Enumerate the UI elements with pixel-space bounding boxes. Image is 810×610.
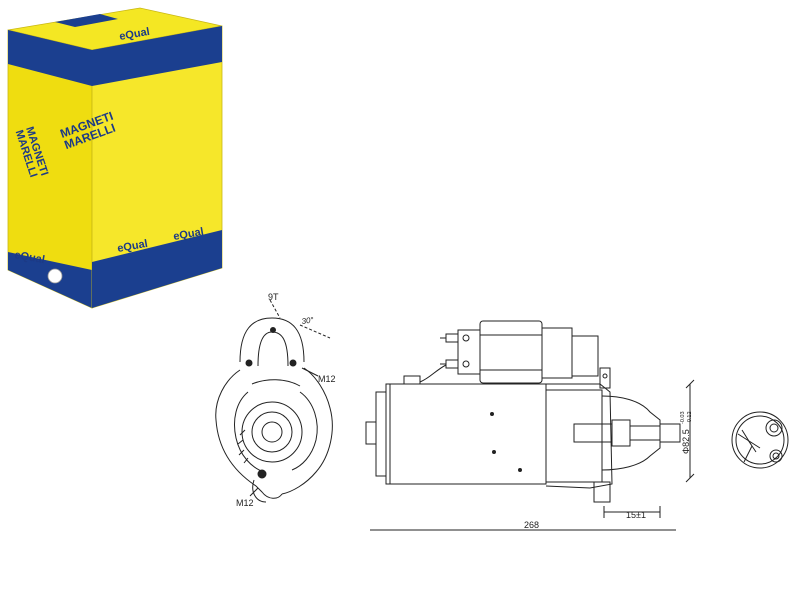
equal-label-right-1: eQual (116, 238, 148, 255)
tolerance-upper: -0.03 (680, 411, 686, 424)
product-box: MAGNETI MARELLI MAGNETI MARELLI eQual eQ… (7, 7, 223, 309)
equal-label-right-2: eQual (172, 226, 204, 243)
box-right-blue-band (92, 230, 222, 308)
bolt-top-label: M12 (318, 374, 336, 384)
bolt-bottom-label: M12 (236, 498, 254, 508)
angle-label: 30° (301, 315, 315, 326)
diameter-dimension: Φ82.5 -0.03 -0.12 (680, 411, 693, 454)
side-view-drawing (365, 320, 695, 531)
flange-offset-dimension: 15±1 (626, 510, 646, 520)
pinion-teeth-label: 9T (268, 292, 279, 302)
box-top-flap (55, 14, 118, 27)
tolerance-lower: -0.12 (687, 411, 693, 424)
length-dimension: 268 (524, 520, 539, 530)
box-right-top-strip (92, 26, 222, 86)
box-front-top-strip (8, 30, 92, 86)
end-view-drawing (731, 411, 789, 469)
equal-label-front: eQual (13, 249, 45, 266)
equal-label-top: eQual (118, 26, 150, 43)
recycle-icon (47, 268, 63, 284)
front-view-drawing (215, 299, 333, 503)
diameter-value: Φ82.5 (681, 429, 691, 454)
